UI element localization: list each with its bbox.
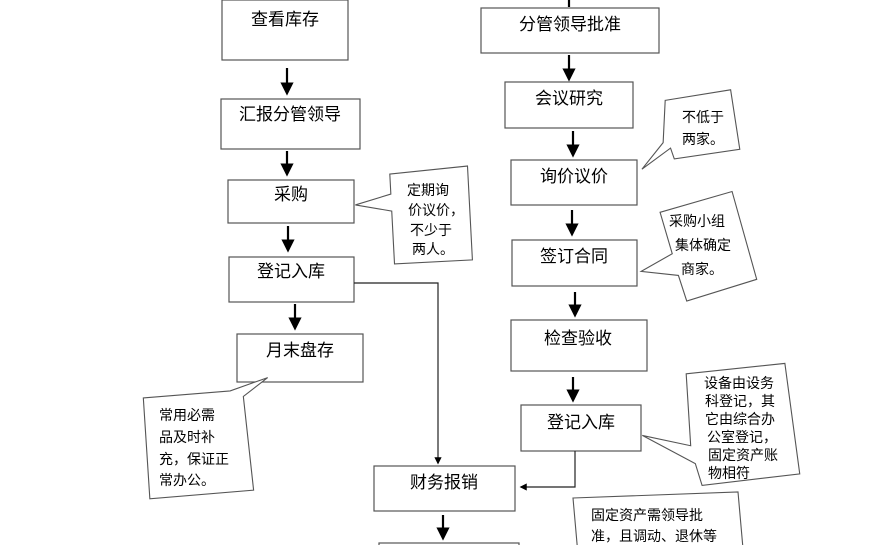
- register-note-line-2: 科登记，其: [705, 394, 775, 410]
- callout-fixed-asset-note: 固定资产需领导批 准，且调动、退休等: [572, 491, 744, 545]
- contract-note-line-1: 采购小组: [669, 214, 725, 230]
- register-note-line-6: 物相符: [708, 466, 750, 482]
- arrow-left-register-to-finance: [354, 282, 442, 465]
- node-finance-reimburse-label: 财务报销: [410, 473, 478, 493]
- node-meeting-study-label: 会议研究: [535, 89, 603, 109]
- node-report-leader-label: 汇报分管领导: [239, 105, 341, 125]
- callout-inquiry-note: 不低于 两家。: [641, 89, 741, 170]
- node-sign-contract-label: 签订合同: [540, 247, 608, 267]
- node-register-left: 登记入库: [228, 256, 355, 303]
- stock-note-line-3: 充，保证正: [159, 452, 229, 468]
- node-register-left-label: 登记入库: [257, 262, 325, 282]
- node-register-right: 登记入库: [520, 404, 642, 452]
- purchase-note-line-2: 价议价，: [408, 203, 464, 219]
- node-purchase: 采购: [227, 179, 355, 224]
- stock-note-line-2: 品及时补: [159, 430, 215, 446]
- register-note-line-4: 公室登记，: [707, 429, 777, 446]
- node-price-inquiry: 询价议价: [510, 159, 638, 206]
- node-check-inventory: 查看库存: [221, 0, 349, 61]
- node-report-leader: 汇报分管领导: [220, 98, 361, 150]
- callout-stock-note: 常用必需 品及时补 充，保证正 常办公。: [142, 377, 269, 500]
- purchase-note-line-1: 定期询: [407, 183, 449, 199]
- callout-register-note: 设备由设务 科登记，其 它由综合办 公室登记， 固定资产账 物相符: [642, 362, 801, 486]
- node-meeting-study: 会议研究: [504, 81, 634, 129]
- node-price-inquiry-label: 询价议价: [540, 167, 608, 187]
- node-purchase-label: 采购: [274, 185, 308, 205]
- register-note-line-1: 设备由设务: [704, 375, 774, 392]
- node-next-partial: [378, 542, 520, 545]
- callout-purchase-note: 定期询 价议价， 不少于 两人。: [355, 165, 473, 265]
- node-check-inventory-label: 查看库存: [251, 10, 319, 30]
- register-note-line-5: 固定资产账: [708, 448, 778, 464]
- purchase-note-line-4: 两人。: [412, 242, 454, 258]
- purchase-note-line-3: 不少于: [410, 223, 452, 239]
- contract-note-line-2: 集体确定: [675, 237, 731, 254]
- node-sign-contract: 签订合同: [511, 239, 638, 287]
- callout-contract-note: 采购小组 集体确定 商家。: [639, 190, 758, 302]
- contract-note-line-3: 商家。: [681, 261, 723, 278]
- stock-note-line-4: 常办公。: [159, 473, 215, 489]
- node-register-right-label: 登记入库: [547, 413, 615, 433]
- node-leader-approval: 分管领导批准: [480, 7, 660, 54]
- node-month-end-stocktake: 月末盘存: [236, 333, 364, 383]
- fixed-asset-note-line-1: 固定资产需领导批: [591, 508, 703, 524]
- node-inspect-accept: 检查验收: [510, 319, 648, 372]
- inquiry-note-line-1: 不低于: [682, 110, 724, 126]
- node-month-end-stocktake-label: 月末盘存: [266, 341, 334, 361]
- register-note-line-3: 它由综合办: [705, 411, 775, 428]
- inquiry-note-line-2: 两家。: [682, 131, 724, 148]
- fixed-asset-note-line-2: 准，且调动、退休等: [591, 528, 717, 545]
- node-inspect-accept-label: 检查验收: [544, 329, 612, 349]
- node-leader-approval-label: 分管领导批准: [519, 15, 621, 35]
- arrow-right-register-to-finance: [519, 451, 576, 491]
- node-finance-reimburse: 财务报销: [373, 465, 516, 512]
- stock-note-line-1: 常用必需: [159, 408, 215, 424]
